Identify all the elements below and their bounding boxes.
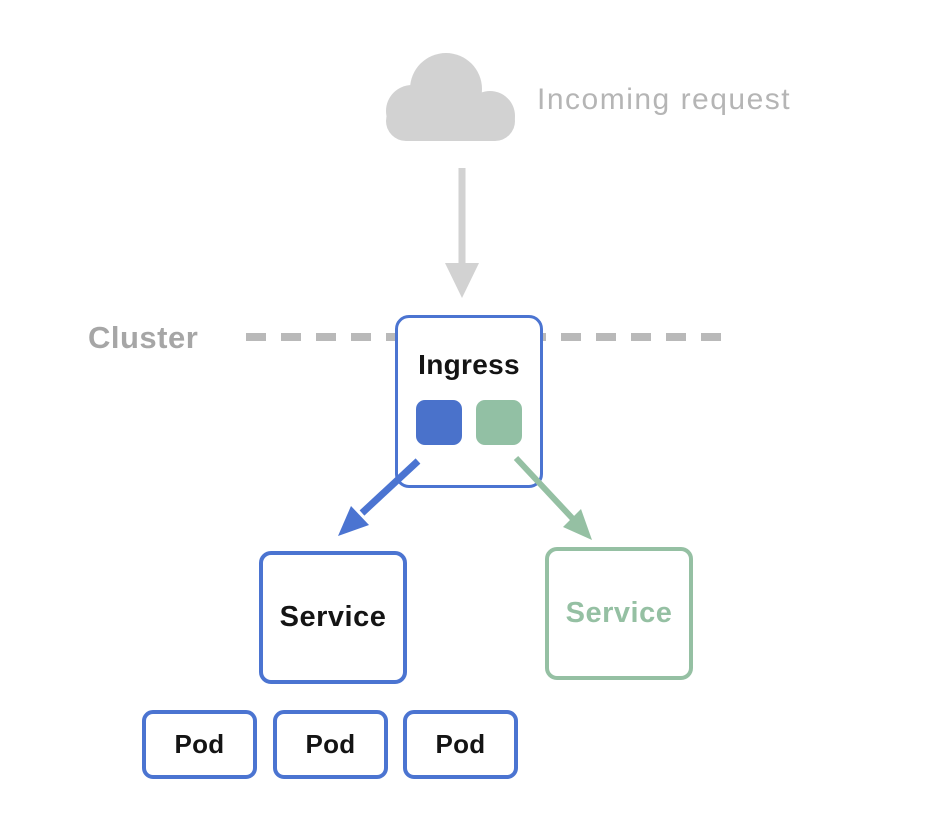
service-node-green: Service	[545, 547, 693, 680]
blue-backend-square	[416, 400, 462, 445]
cloud-icon	[386, 53, 520, 141]
service-label: Service	[565, 597, 673, 629]
pod-node: Pod	[403, 710, 518, 779]
service-node-blue: Service	[259, 551, 407, 684]
incoming-arrow	[445, 168, 479, 298]
pod-node: Pod	[273, 710, 388, 779]
cluster-label: Cluster	[88, 320, 199, 355]
pod-label: Pod	[305, 729, 356, 759]
service-label: Service	[279, 601, 387, 633]
incoming-request-label: Incoming request	[537, 83, 792, 116]
green-backend-square	[476, 400, 522, 445]
pod-node: Pod	[142, 710, 257, 779]
ingress-node: Ingress	[395, 315, 543, 488]
pod-label: Pod	[435, 729, 486, 759]
pod-label: Pod	[174, 729, 225, 759]
ingress-label: Ingress	[418, 349, 520, 380]
ingress-backends	[416, 400, 522, 445]
